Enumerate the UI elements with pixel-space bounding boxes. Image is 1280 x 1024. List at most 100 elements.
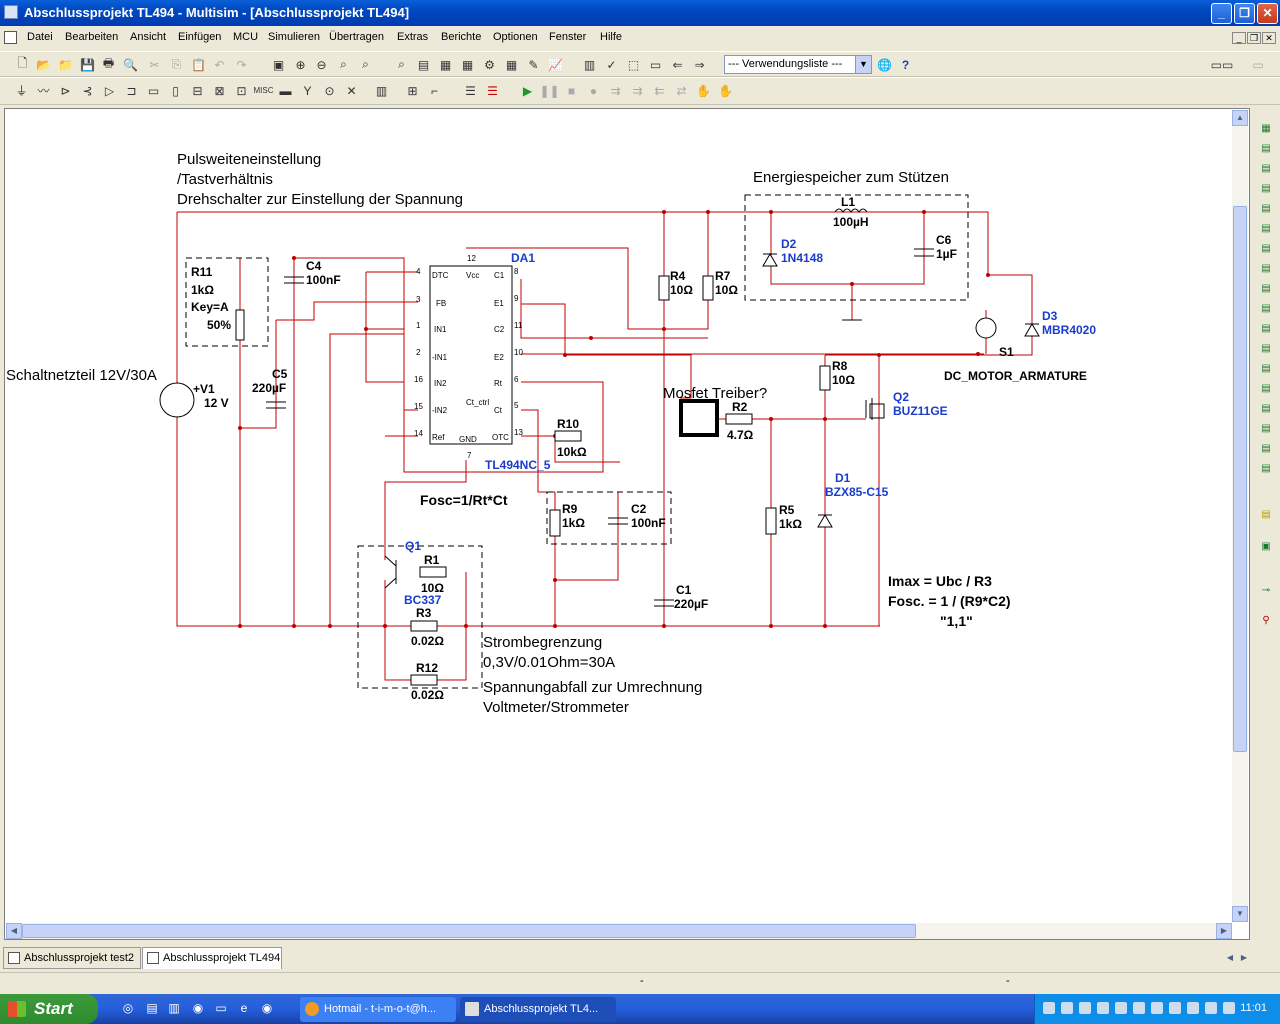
browser-quicklaunch-icon[interactable]: e bbox=[240, 1001, 248, 1015]
app-icon[interactable] bbox=[4, 5, 18, 19]
spectrum-analyzer-icon[interactable]: ▤ bbox=[1261, 363, 1271, 374]
cut-icon[interactable]: ✂ bbox=[149, 57, 160, 72]
analog-icon[interactable]: ▷ bbox=[104, 83, 115, 98]
zoom-fit-icon[interactable]: ⌕ bbox=[362, 57, 369, 71]
clock[interactable]: 11:01 bbox=[1240, 1002, 1267, 1014]
vertical-scrollbar[interactable]: ▲ ▼ bbox=[1232, 110, 1248, 922]
app-quicklaunch-icon[interactable]: ◉ bbox=[192, 1001, 204, 1015]
menu-berichte[interactable]: Berichte bbox=[441, 31, 482, 43]
find-icon[interactable]: ⌕ bbox=[398, 57, 405, 71]
spreadsheet-view-icon[interactable]: ▦ bbox=[439, 57, 452, 72]
component-wizard-icon[interactable]: ✎ bbox=[528, 57, 539, 72]
mdi-minimize-button[interactable]: _ bbox=[1232, 32, 1246, 44]
d3-diode[interactable] bbox=[1024, 323, 1040, 337]
scroll-right-icon[interactable]: ▶ bbox=[1216, 923, 1232, 939]
close-button[interactable]: ✕ bbox=[1257, 3, 1278, 24]
tray-icon[interactable] bbox=[1115, 1002, 1127, 1014]
transfer-icon[interactable]: ▭ bbox=[649, 57, 662, 72]
erc-icon[interactable]: ✓ bbox=[606, 57, 617, 72]
oscilloscope-icon[interactable]: ▤ bbox=[1261, 183, 1271, 194]
ie-quicklaunch-icon[interactable]: ◎ bbox=[122, 1001, 134, 1015]
function-generator-icon[interactable]: ▤ bbox=[1261, 143, 1271, 154]
layout-icon[interactable]: ▭ bbox=[1252, 57, 1264, 72]
step-over-icon[interactable]: ⇄ bbox=[676, 83, 687, 98]
d2-diode[interactable] bbox=[762, 253, 778, 267]
open-sample-icon[interactable]: 📁 bbox=[58, 57, 73, 72]
frequency-counter-icon[interactable]: ▤ bbox=[1261, 243, 1271, 254]
zoom-out-icon[interactable]: ⊖ bbox=[316, 57, 327, 72]
list-red-icon[interactable]: ☰ bbox=[487, 83, 498, 98]
cmos-icon[interactable]: ▭ bbox=[147, 83, 160, 98]
menu-datei[interactable]: Datei bbox=[27, 31, 53, 43]
diode-icon[interactable]: ⊳ bbox=[60, 83, 71, 98]
step-into-icon[interactable]: ⇉ bbox=[632, 83, 643, 98]
tray-icon[interactable] bbox=[1043, 1002, 1055, 1014]
desktop-quicklaunch-icon[interactable]: ▤ bbox=[146, 1001, 158, 1015]
menu-einfuegen[interactable]: Einfügen bbox=[178, 31, 222, 43]
start-button[interactable]: Start bbox=[0, 994, 98, 1024]
tab-scroll-right-icon[interactable]: ▶ bbox=[1240, 953, 1248, 962]
misc-digital-icon[interactable]: ▯ bbox=[172, 83, 179, 98]
motor-symbol[interactable] bbox=[975, 317, 997, 339]
mcu-icon[interactable]: ✕ bbox=[346, 83, 357, 98]
menu-mcu[interactable]: MCU bbox=[233, 31, 259, 43]
tray-icon[interactable] bbox=[1169, 1002, 1181, 1014]
power-component-icon[interactable]: ⊡ bbox=[236, 83, 247, 98]
tray-icon[interactable] bbox=[1061, 1002, 1073, 1014]
multimeter-icon[interactable]: ▦ bbox=[1261, 123, 1271, 134]
hierarchical-block-icon[interactable]: ▥ bbox=[375, 83, 388, 98]
r2-resistor[interactable] bbox=[725, 413, 753, 425]
menu-uebertragen[interactable]: Übertragen bbox=[329, 31, 385, 43]
scroll-left-icon[interactable]: ◀ bbox=[6, 923, 22, 939]
copy-icon[interactable]: ⎘ bbox=[171, 57, 182, 71]
basic-icon[interactable]: 〰 bbox=[37, 84, 50, 98]
network-analyzer-icon[interactable]: ▤ bbox=[1261, 383, 1271, 394]
list-icon[interactable]: ☰ bbox=[465, 83, 476, 98]
d1-zener[interactable] bbox=[817, 514, 833, 528]
record-icon[interactable]: ● bbox=[589, 83, 598, 98]
wire-icon[interactable]: ⌐ bbox=[430, 83, 438, 98]
paste-icon[interactable]: 📋 bbox=[191, 57, 206, 72]
r12-resistor[interactable] bbox=[410, 674, 438, 686]
media-quicklaunch-icon[interactable]: ◉ bbox=[261, 1001, 273, 1015]
bode-plotter-icon[interactable]: ▤ bbox=[1261, 223, 1271, 234]
grid-icon[interactable]: ▦ bbox=[461, 57, 474, 72]
hand-icon[interactable]: ✋ bbox=[696, 83, 711, 98]
tray-icon[interactable] bbox=[1079, 1002, 1091, 1014]
redo-icon[interactable]: ↷ bbox=[236, 57, 247, 72]
r1-resistor[interactable] bbox=[419, 566, 447, 578]
labview-icon[interactable]: ▤ bbox=[1261, 509, 1271, 520]
minimize-button[interactable]: _ bbox=[1211, 3, 1232, 24]
tray-icon[interactable] bbox=[1151, 1002, 1163, 1014]
horizontal-scroll-thumb[interactable] bbox=[22, 924, 916, 938]
document-icon[interactable] bbox=[4, 31, 17, 44]
explorer-quicklaunch-icon[interactable]: ▥ bbox=[168, 1001, 180, 1015]
step-out-icon[interactable]: ⇇ bbox=[654, 83, 665, 98]
postprocessor-icon[interactable]: ▥ bbox=[583, 57, 596, 72]
database-icon[interactable]: ⚙ bbox=[484, 57, 495, 72]
save-icon[interactable]: 💾 bbox=[80, 57, 95, 72]
tray-icon[interactable] bbox=[1223, 1002, 1235, 1014]
ic-tl494[interactable] bbox=[429, 265, 513, 445]
misc-icon[interactable]: MISC bbox=[253, 86, 274, 95]
print-icon[interactable]: 🖶 bbox=[102, 56, 115, 70]
r4-resistor[interactable] bbox=[658, 275, 670, 301]
zoom-area-icon[interactable]: ⌕ bbox=[340, 57, 347, 71]
bus-icon[interactable]: ⊞ bbox=[407, 83, 418, 98]
q2-mosfet[interactable] bbox=[869, 403, 885, 419]
r9-resistor[interactable] bbox=[549, 509, 561, 537]
taskbar-hotmail[interactable]: Hotmail - t-i-m-o-t@h... bbox=[300, 997, 456, 1022]
r8-resistor[interactable] bbox=[819, 365, 831, 391]
breadboard-icon[interactable]: ▭▭ bbox=[1210, 57, 1234, 72]
globe-icon[interactable]: 🌐 bbox=[877, 57, 892, 72]
distortion-analyzer-icon[interactable]: ▤ bbox=[1261, 343, 1271, 354]
new-icon[interactable]: 🗋 bbox=[17, 56, 28, 70]
iv-analyzer-icon[interactable]: ▤ bbox=[1261, 323, 1271, 334]
r10-resistor[interactable] bbox=[554, 430, 582, 442]
grapher-icon[interactable]: 📈 bbox=[548, 57, 563, 72]
word-generator-icon[interactable]: ▤ bbox=[1261, 263, 1271, 274]
r11-potentiometer[interactable] bbox=[235, 309, 245, 341]
step-icon[interactable]: ⇉ bbox=[610, 83, 621, 98]
select-region-icon[interactable]: ⬚ bbox=[627, 57, 640, 72]
